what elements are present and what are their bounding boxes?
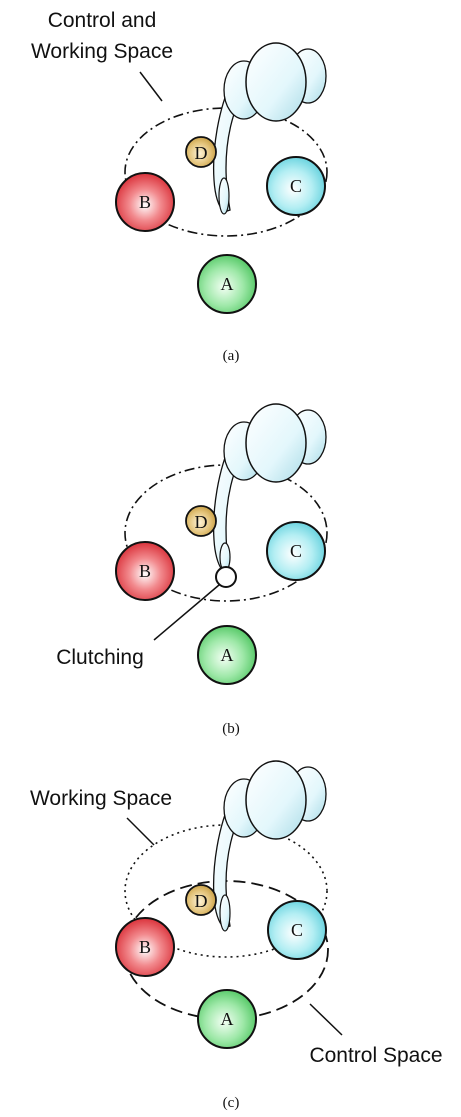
leader-line (309, 1003, 343, 1036)
leader-line (126, 817, 155, 846)
node-b-label: B (139, 937, 151, 957)
panel-a: Control and Working Space D B C A (a) (31, 9, 328, 364)
node-a (197, 989, 257, 1049)
head-icon (245, 403, 307, 483)
hand-icon (218, 177, 230, 215)
label-control-space: Control Space (309, 1044, 442, 1067)
node-c-label: C (290, 176, 302, 196)
node-d-label: D (195, 143, 208, 163)
label-clutching: Clutching (56, 646, 144, 669)
leader-line (153, 584, 220, 641)
node-b (115, 541, 175, 601)
head-icon (245, 42, 307, 122)
panel-c: Working Space D B C A Control Space (c) (30, 760, 443, 1111)
node-c (267, 900, 327, 960)
label-control-and-working-space-line2: Working Space (31, 40, 173, 63)
head-icon (245, 760, 307, 840)
node-b (115, 917, 175, 977)
node-d-label: D (195, 512, 208, 532)
node-a (197, 254, 257, 314)
node-a-label: A (221, 645, 234, 665)
node-a-label: A (221, 1009, 234, 1029)
leader-line (139, 71, 163, 102)
node-d (185, 136, 217, 168)
clutch-point (215, 566, 237, 588)
user-figure (213, 42, 327, 215)
label-working-space: Working Space (30, 787, 172, 810)
panel-b: D B C Clutching A (b) (56, 403, 328, 737)
control-working-space-ellipse (124, 107, 328, 237)
label-control-and-working-space-line1: Control and (48, 9, 157, 32)
node-c-label: C (291, 920, 303, 940)
caption-a: (a) (223, 348, 240, 364)
node-a (197, 625, 257, 685)
node-b-label: B (139, 192, 151, 212)
node-a-label: A (221, 274, 234, 294)
node-c (266, 521, 326, 581)
node-b (115, 172, 175, 232)
node-c (266, 156, 326, 216)
caption-b: (b) (222, 721, 240, 737)
node-c-label: C (290, 541, 302, 561)
user-figure (213, 760, 327, 932)
node-d-label: D (195, 891, 208, 911)
user-figure (213, 403, 327, 572)
hand-icon (219, 894, 231, 932)
node-d (185, 505, 217, 537)
caption-c: (c) (223, 1095, 240, 1111)
node-d (185, 884, 217, 916)
node-b-label: B (139, 561, 151, 581)
